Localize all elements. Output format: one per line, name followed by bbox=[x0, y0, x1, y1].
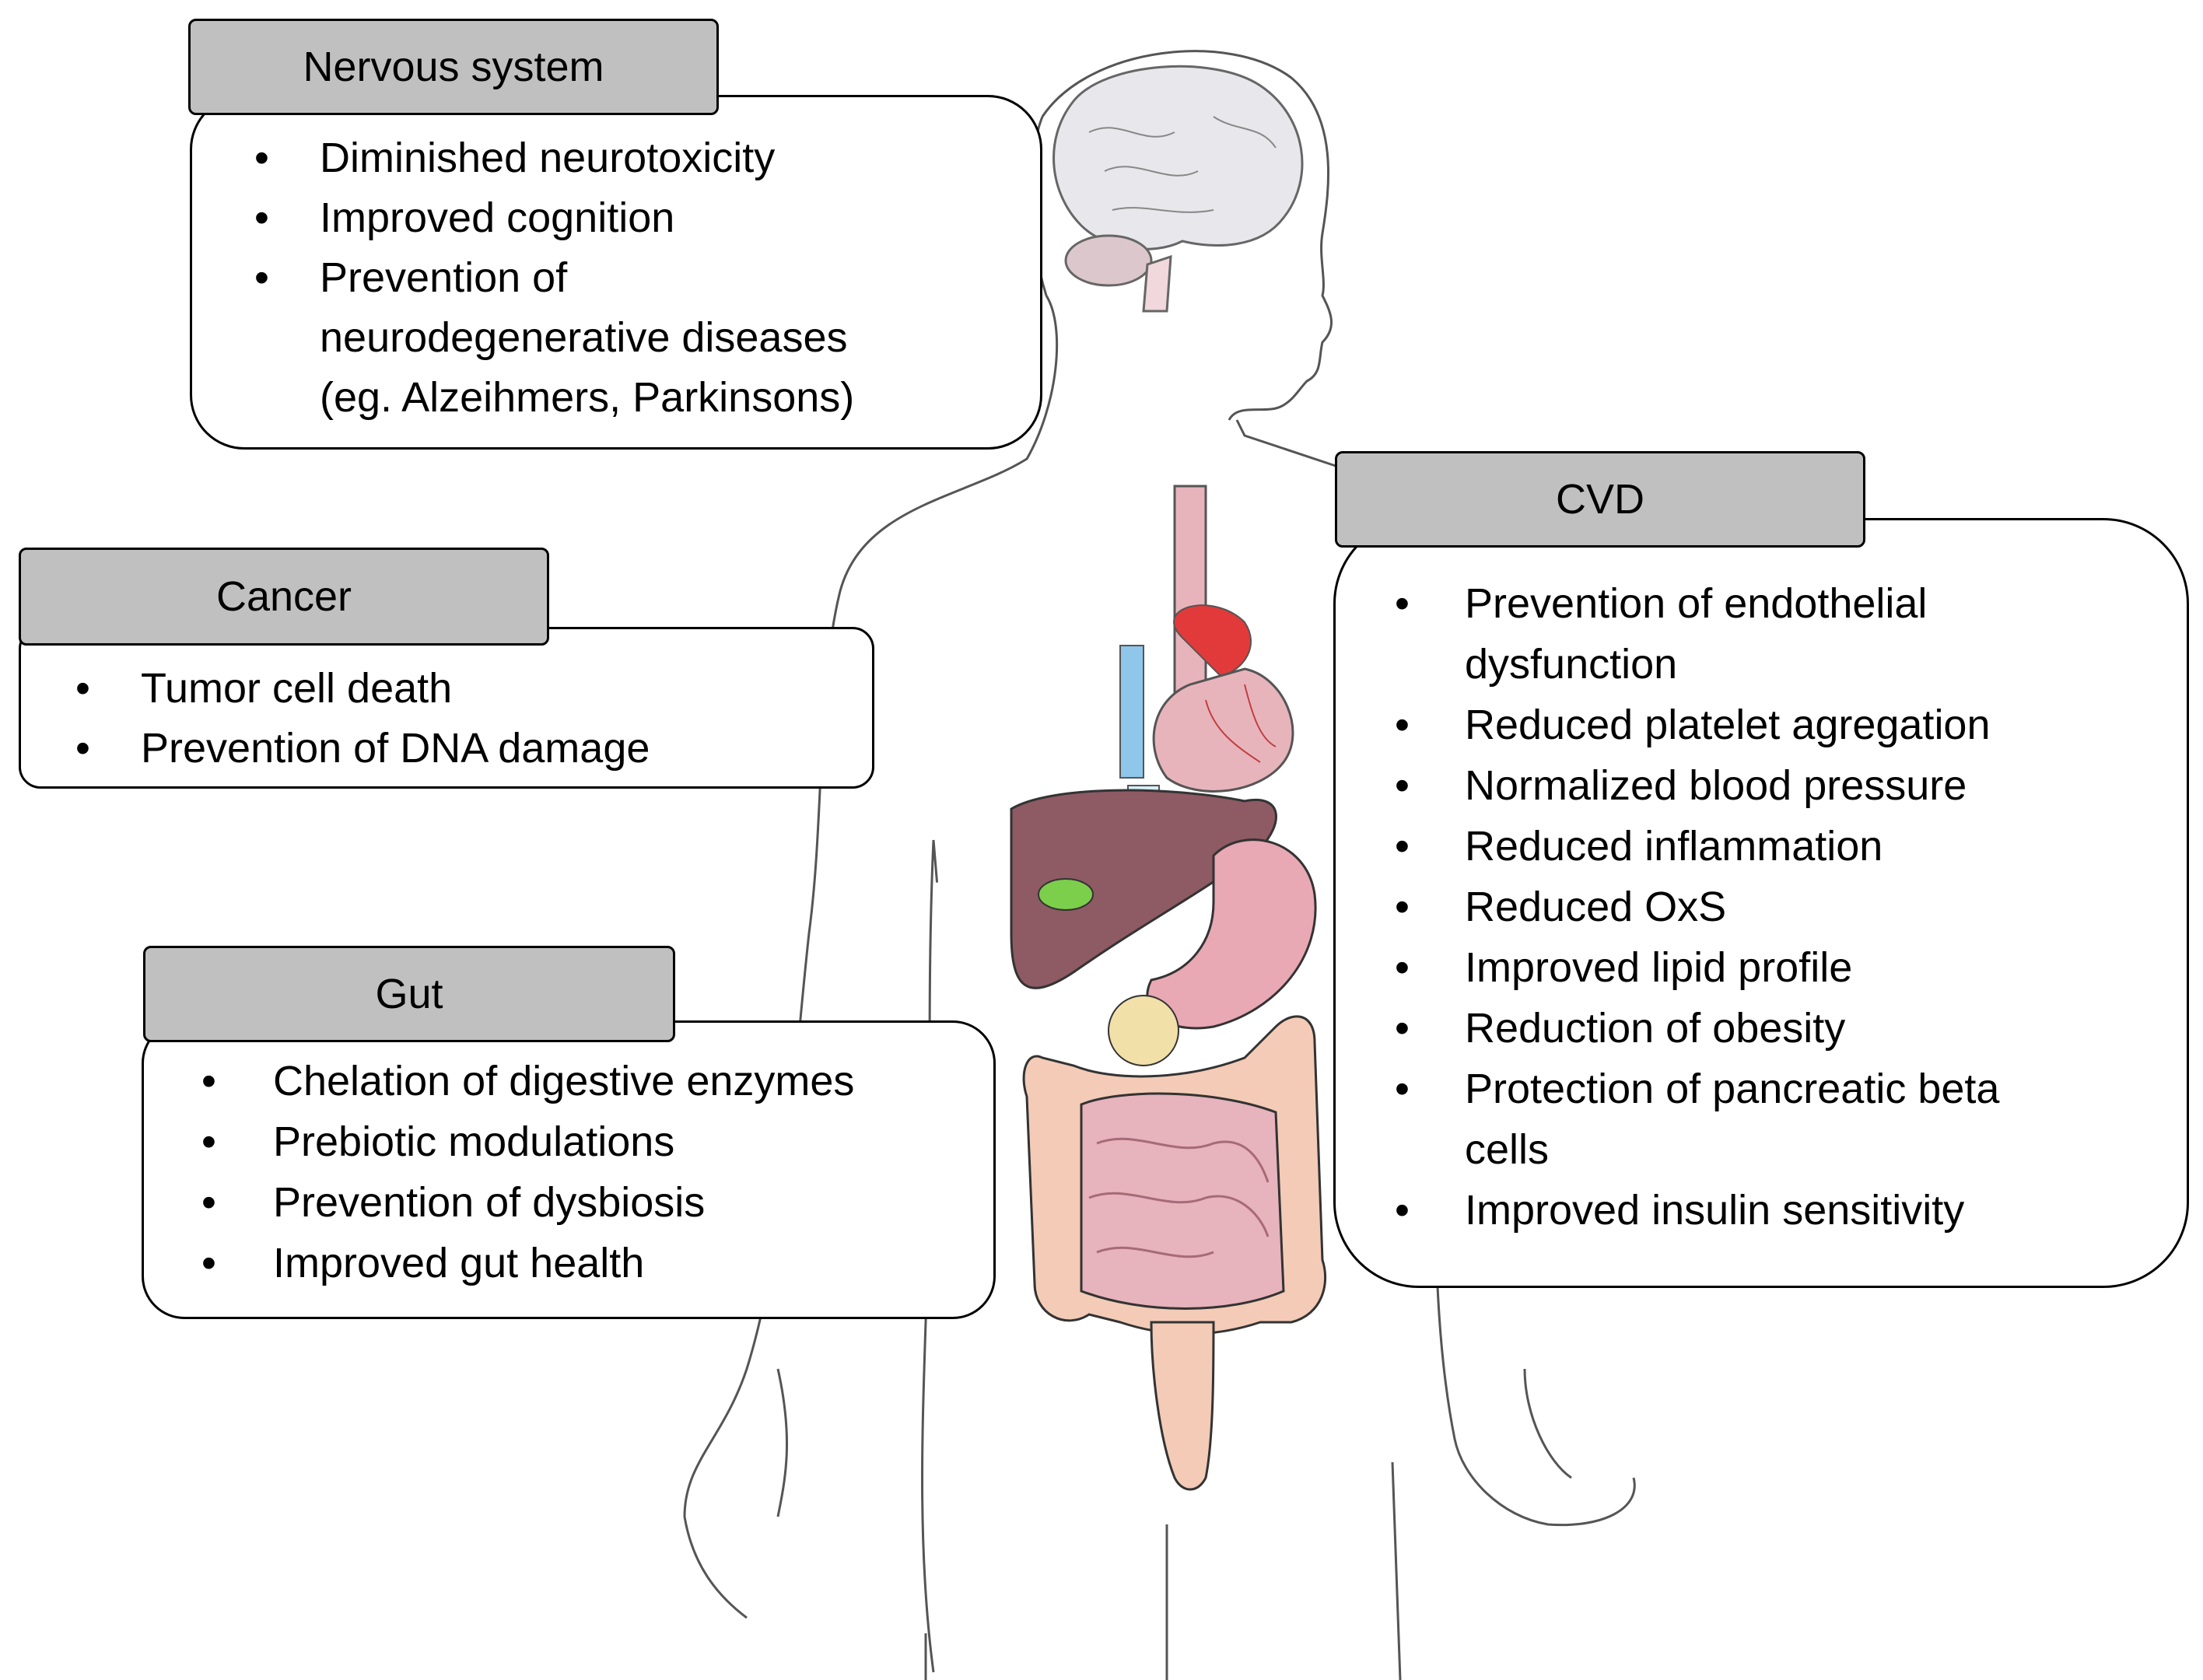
nervous-system-panel: •Diminished neurotoxicity •Improved cogn… bbox=[190, 95, 1042, 450]
cvd-header: CVD bbox=[1335, 451, 1865, 548]
brain-icon bbox=[1052, 65, 1304, 313]
list-item: •Prevention of DNA damage bbox=[75, 725, 650, 772]
cancer-list: •Tumor cell death •Prevention of DNA dam… bbox=[75, 659, 650, 779]
gallbladder-icon bbox=[1038, 878, 1094, 911]
list-item: •Improved cognition bbox=[254, 194, 675, 241]
nervous-system-header: Nervous system bbox=[188, 19, 719, 115]
cvd-panel: •Prevention of endothelial dysfunction •… bbox=[1333, 518, 2189, 1288]
list-item-continuation: neurodegenerative diseases bbox=[320, 314, 848, 361]
list-item: •Tumor cell death bbox=[75, 665, 453, 712]
list-item: •Prevention of dysbiosis bbox=[201, 1179, 706, 1226]
list-item-continuation: dysfunction bbox=[1465, 641, 1678, 688]
nervous-system-list: •Diminished neurotoxicity •Improved cogn… bbox=[254, 128, 854, 428]
list-item: •Reduced OxS bbox=[1395, 884, 1727, 930]
list-item: •Reduced inflammation bbox=[1395, 823, 1883, 870]
list-item: •Prebiotic modulations bbox=[201, 1118, 675, 1165]
list-item: •Reduction of obesity bbox=[1395, 1005, 1846, 1052]
small-intestine-icon bbox=[1080, 1092, 1285, 1310]
rectum-icon bbox=[1150, 1321, 1215, 1491]
list-item: •Normalized blood pressure bbox=[1395, 762, 1967, 809]
list-item: •Improved lipid profile bbox=[1395, 944, 1853, 991]
list-item: •Protection of pancreatic beta bbox=[1395, 1066, 2000, 1112]
gut-panel: •Chelation of digestive enzymes •Prebiot… bbox=[142, 1020, 996, 1319]
cvd-list: •Prevention of endothelial dysfunction •… bbox=[1395, 573, 1999, 1241]
pancreas-icon bbox=[1108, 995, 1179, 1066]
cancer-header: Cancer bbox=[19, 548, 549, 646]
heart-icon bbox=[1119, 604, 1294, 799]
gut-list: •Chelation of digestive enzymes •Prebiot… bbox=[201, 1051, 854, 1293]
list-item-continuation: (eg. Alzeihmers, Parkinsons) bbox=[320, 374, 855, 421]
list-item: •Diminished neurotoxicity bbox=[254, 135, 776, 181]
list-item: •Reduced platelet agregation bbox=[1395, 702, 1991, 748]
list-item: •Improved insulin sensitivity bbox=[1395, 1187, 1965, 1234]
stomach-icon bbox=[1146, 838, 1317, 1030]
cancer-panel: •Tumor cell death •Prevention of DNA dam… bbox=[19, 627, 874, 789]
list-item: •Chelation of digestive enzymes bbox=[201, 1058, 855, 1104]
list-item: •Prevention of bbox=[254, 254, 568, 301]
list-item-continuation: cells bbox=[1465, 1126, 1550, 1173]
list-item: •Prevention of endothelial bbox=[1395, 580, 1928, 627]
gut-header: Gut bbox=[143, 946, 675, 1042]
list-item: •Improved gut health bbox=[201, 1240, 645, 1286]
